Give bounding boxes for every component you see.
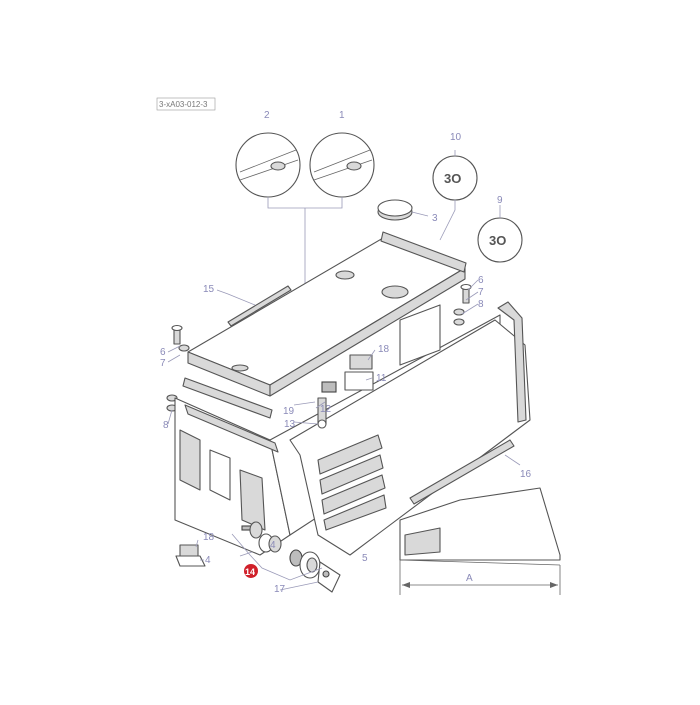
callout-label: 5 [362,553,368,564]
callout-label: 15 [203,284,215,295]
detail-circle-1 [309,132,375,198]
callout-label: 18 [203,532,215,543]
callout-label: 3 [432,213,438,224]
callout-label: 19 [283,406,295,417]
callout-label: 18 [378,344,390,355]
mounting-clip [175,544,206,567]
side-trim-rib [497,301,527,423]
callout-label: 2 [264,110,270,121]
callout-label: 6 [478,275,484,286]
support-rod-15 [227,285,292,327]
callout-label: 8 [478,299,484,310]
side-vent-grille [317,434,387,531]
detail-circle-2 [235,132,301,198]
latch-assembly [317,354,374,429]
svg-text:3O: 3O [489,233,506,248]
emblem-badge-9: 3O [477,217,523,263]
callout-label: 4 [205,555,211,566]
callout-label: 9 [497,195,503,206]
callout-label: 10 [450,132,462,143]
callout-label: 7 [478,287,484,298]
callout-label: 7 [160,358,166,369]
callout-label: 1 [339,110,345,121]
callout-label: 17 [274,584,286,595]
highlight-marker-14 [244,564,258,578]
lid-front-seal [182,377,273,419]
bolt-set-right [453,283,472,326]
svg-text:3O: 3O [444,171,461,186]
callout-label: 13 [284,419,296,430]
lid-seal-strip [380,231,467,273]
emblem-badge-10: 3O [432,155,478,201]
lower-trim-strip-16 [409,439,515,505]
callout-label: 4 [270,540,276,551]
dimension-label: A [466,573,473,584]
callout-label: 16 [520,469,532,480]
detail-inset-a [399,487,561,595]
reference-code-label: 3-xA03-012-3 [156,97,216,111]
knob-lock [289,549,341,593]
callout-label-highlighted: 14 [245,567,255,577]
callout-label: 8 [163,420,169,431]
svg-text:3-xA03-012-3: 3-xA03-012-3 [159,100,208,109]
callout-label: 11 [376,373,387,384]
hinge-pin-assembly [241,521,282,553]
callout-label: 12 [320,404,332,415]
bolt-set-left [166,324,190,412]
callout-label: 6 [160,347,166,358]
filler-cap [377,199,413,221]
